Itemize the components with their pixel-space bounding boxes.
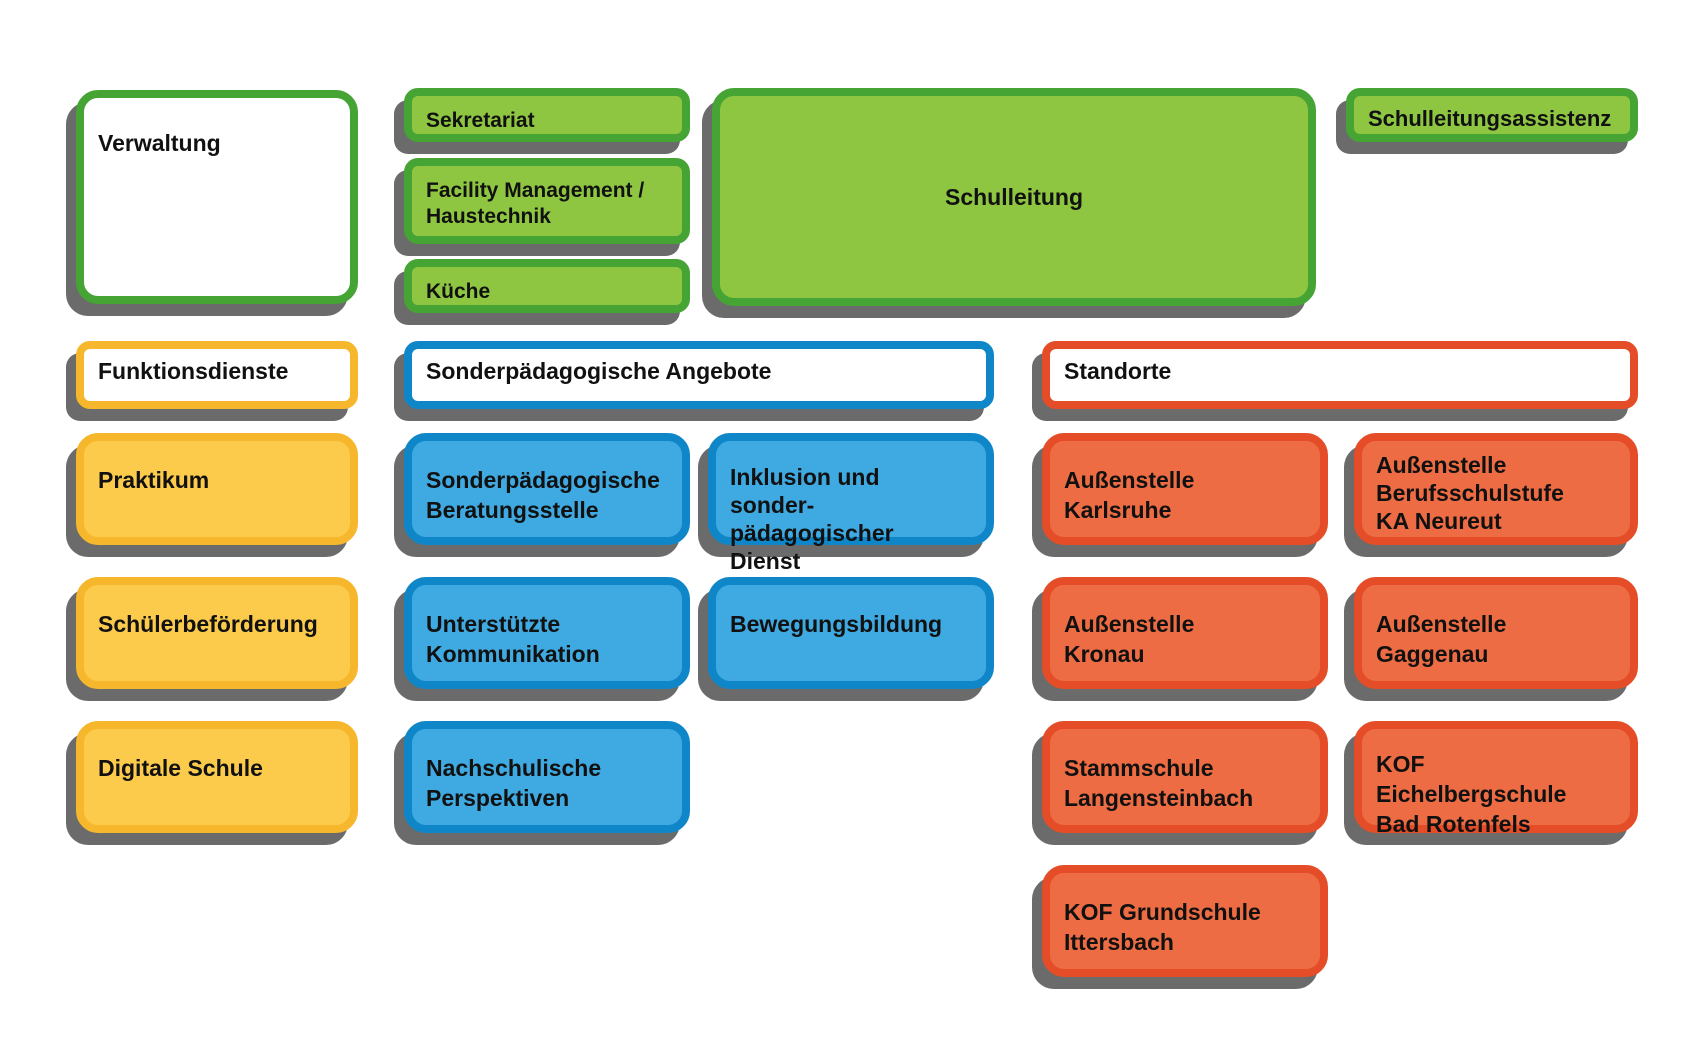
box-beratungsstelle: Sonderpädagogische Beratungsstelle	[404, 433, 690, 545]
header-sonderpaedagogische-angebote-label: Sonderpädagogische Angebote	[426, 358, 772, 384]
box-schuelerbefoerderung-label: Schülerbeförderung	[98, 611, 318, 637]
box-kof-grundschule-ittersbach-label: KOF Grundschule Ittersbach	[1064, 899, 1261, 955]
box-verwaltung: Verwaltung	[76, 90, 358, 304]
box-aussenstelle-gaggenau: Außenstelle Gaggenau	[1354, 577, 1638, 689]
box-stammschule-langensteinbach: Stammschule Langensteinbach	[1042, 721, 1328, 833]
box-nachschulische-perspektiven-label: Nachschulische Perspektiven	[426, 755, 602, 811]
box-kof-eichelbergschule: KOF Eichelbergschule Bad Rotenfels	[1354, 721, 1638, 837]
box-stammschule-langensteinbach-label: Stammschule Langensteinbach	[1064, 755, 1254, 811]
box-kof-eichelbergschule-label: KOF Eichelbergschule Bad Rotenfels	[1376, 751, 1567, 837]
box-bewegungsbildung: Bewegungsbildung	[708, 577, 994, 689]
box-digitale-schule-label: Digitale Schule	[98, 755, 263, 781]
box-kof-grundschule-ittersbach: KOF Grundschule Ittersbach	[1042, 865, 1328, 977]
box-schulleitungsassistenz: Schulleitungsassistenz	[1346, 88, 1638, 142]
box-inklusion: Inklusion und sonder- pädagogischer Dien…	[708, 433, 994, 574]
box-aussenstelle-ka-neureut: Außenstelle Berufsschulstufe KA Neureut	[1354, 433, 1638, 545]
box-beratungsstelle-label: Sonderpädagogische Beratungsstelle	[426, 467, 660, 523]
box-nachschulische-perspektiven: Nachschulische Perspektiven	[404, 721, 690, 833]
header-sonderpaedagogische-angebote: Sonderpädagogische Angebote	[404, 341, 994, 409]
box-unterstuetzte-kommunikation-label: Unterstützte Kommunikation	[426, 611, 600, 667]
box-aussenstelle-gaggenau-label: Außenstelle Gaggenau	[1376, 611, 1507, 667]
header-standorte-label: Standorte	[1064, 358, 1172, 384]
header-funktionsdienste-label: Funktionsdienste	[98, 358, 289, 384]
box-verwaltung-label: Verwaltung	[98, 130, 221, 156]
box-schulleitungsassistenz-label: Schulleitungsassistenz	[1368, 106, 1612, 131]
box-inklusion-label: Inklusion und sonder- pädagogischer Dien…	[730, 464, 894, 574]
header-standorte: Standorte	[1042, 341, 1638, 409]
box-praktikum: Praktikum	[76, 433, 358, 545]
header-funktionsdienste: Funktionsdienste	[76, 341, 358, 409]
box-digitale-schule: Digitale Schule	[76, 721, 358, 833]
box-praktikum-label: Praktikum	[98, 467, 210, 493]
box-aussenstelle-kronau-label: Außenstelle Kronau	[1064, 611, 1195, 667]
box-schulleitung-label: Schulleitung	[945, 184, 1083, 210]
box-bewegungsbildung-label: Bewegungsbildung	[730, 611, 943, 637]
box-aussenstelle-karlsruhe: Außenstelle Karlsruhe	[1042, 433, 1328, 545]
box-facility-management-label: Facility Management / Haustechnik	[426, 179, 645, 228]
box-aussenstelle-karlsruhe-label: Außenstelle Karlsruhe	[1064, 467, 1195, 523]
box-aussenstelle-ka-neureut-label: Außenstelle Berufsschulstufe KA Neureut	[1376, 452, 1564, 534]
box-schuelerbefoerderung: Schülerbeförderung	[76, 577, 358, 689]
box-schulleitung: Schulleitung	[712, 88, 1316, 306]
box-sekretariat: Sekretariat	[404, 88, 690, 142]
box-aussenstelle-kronau: Außenstelle Kronau	[1042, 577, 1328, 689]
box-kueche-label: Küche	[426, 280, 491, 303]
box-sekretariat-label: Sekretariat	[426, 109, 535, 132]
box-unterstuetzte-kommunikation: Unterstützte Kommunikation	[404, 577, 690, 689]
box-kueche: Küche	[404, 259, 690, 313]
box-facility-management: Facility Management / Haustechnik	[404, 158, 690, 244]
